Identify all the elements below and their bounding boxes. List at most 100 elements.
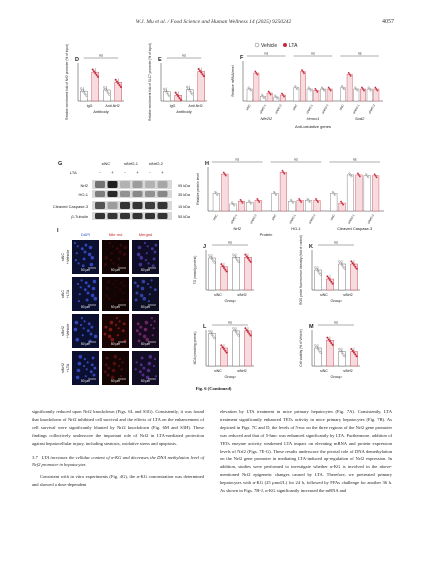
data-point <box>175 93 179 96</box>
data-point <box>309 89 312 92</box>
data-point <box>281 169 284 172</box>
data-point <box>295 86 298 89</box>
data-point <box>215 192 218 195</box>
data-point <box>239 198 242 201</box>
data-point <box>213 261 216 264</box>
data-point <box>331 282 334 285</box>
cell-blob <box>152 364 156 368</box>
data-point <box>348 172 351 175</box>
data-point <box>249 334 252 337</box>
data-point <box>249 89 252 92</box>
cell-blob <box>122 252 127 257</box>
data-point <box>339 349 342 352</box>
data-point <box>343 88 345 91</box>
data-point <box>257 199 260 202</box>
data-point <box>282 171 285 174</box>
data-point <box>255 72 258 74</box>
data-point <box>355 267 358 270</box>
data-point <box>329 89 332 92</box>
data-point <box>245 329 248 332</box>
data-point <box>275 96 278 98</box>
sig-label: ns <box>228 241 232 245</box>
data-point <box>244 253 247 256</box>
x-tick-label: siNrf2 <box>237 369 246 373</box>
data-point <box>331 343 334 346</box>
cell-blob <box>149 323 153 327</box>
blot-band <box>120 191 130 197</box>
data-point <box>222 171 225 174</box>
panel-letter: G <box>58 161 62 167</box>
data-point <box>322 88 324 90</box>
data-point <box>350 347 353 351</box>
data-point <box>231 201 234 204</box>
data-point <box>261 93 263 96</box>
panel-letter: D <box>75 57 79 63</box>
cell-blob <box>110 252 113 255</box>
bar <box>340 87 346 102</box>
group-label: HO-1 <box>291 226 301 231</box>
cell-blob <box>83 358 86 361</box>
blot-band <box>132 191 143 197</box>
data-point <box>355 88 358 90</box>
gene-label: Nfe2l2 <box>261 116 273 121</box>
data-point <box>302 70 304 73</box>
x-tick-label: siNrf2 <box>237 293 246 297</box>
blot-band <box>120 213 130 219</box>
cell-blob <box>84 243 88 247</box>
cell-blob <box>87 284 91 288</box>
cell-blob <box>149 286 152 289</box>
x-tick-label: siNrf2-1 <box>352 103 361 114</box>
data-point <box>354 353 357 356</box>
data-point <box>328 278 332 282</box>
data-point <box>307 86 310 89</box>
cell-blob <box>104 325 108 329</box>
row-label: +Vehicle <box>66 324 70 338</box>
bar <box>266 92 273 102</box>
data-point <box>250 202 252 205</box>
data-point <box>220 344 223 347</box>
bar <box>271 193 279 212</box>
data-point <box>343 355 346 358</box>
x-tick-label: siNrf2-1 <box>229 213 238 224</box>
lta-sign: - <box>99 170 101 175</box>
y-axis-label: TG (mmol/g protein) <box>193 256 197 285</box>
bar <box>212 193 220 212</box>
x-tick-label: siNC <box>271 213 278 221</box>
scale-bar-label: 50 μm <box>81 305 90 309</box>
panel-letter: M <box>309 324 314 330</box>
x-tick-label: siNC <box>338 103 345 111</box>
legend-vehicle-label: Vehicle <box>261 43 277 49</box>
cell-blob <box>139 325 143 329</box>
data-point <box>178 97 181 100</box>
cell-blob <box>136 252 141 257</box>
bar <box>220 266 228 291</box>
data-point <box>315 89 318 92</box>
cell-blob <box>113 354 118 359</box>
data-point <box>223 173 226 175</box>
panel-letter: J <box>203 244 206 250</box>
data-point <box>222 266 226 269</box>
cell-blob <box>139 255 144 260</box>
row-label: +LTA <box>66 289 70 298</box>
bar <box>313 200 321 212</box>
bar <box>305 200 313 212</box>
data-point <box>85 94 88 97</box>
cell-blob <box>93 296 98 301</box>
x-tick-label: siNrf2 <box>343 293 352 297</box>
cell-blob <box>88 339 92 343</box>
bar <box>355 174 363 212</box>
data-point <box>234 257 238 260</box>
data-point <box>356 89 359 92</box>
cell-blob <box>108 241 112 245</box>
data-point <box>274 94 277 97</box>
data-point <box>164 89 167 92</box>
lane-label: siNrf2-2 <box>149 161 164 166</box>
cell-blob <box>90 293 95 298</box>
data-point <box>339 262 342 265</box>
cell-blob <box>85 298 89 302</box>
x-axis-label: Antibody <box>93 109 109 114</box>
data-point <box>262 95 264 98</box>
column-header: Merged <box>139 232 153 237</box>
cell-blob <box>80 247 84 251</box>
bar <box>363 175 371 212</box>
